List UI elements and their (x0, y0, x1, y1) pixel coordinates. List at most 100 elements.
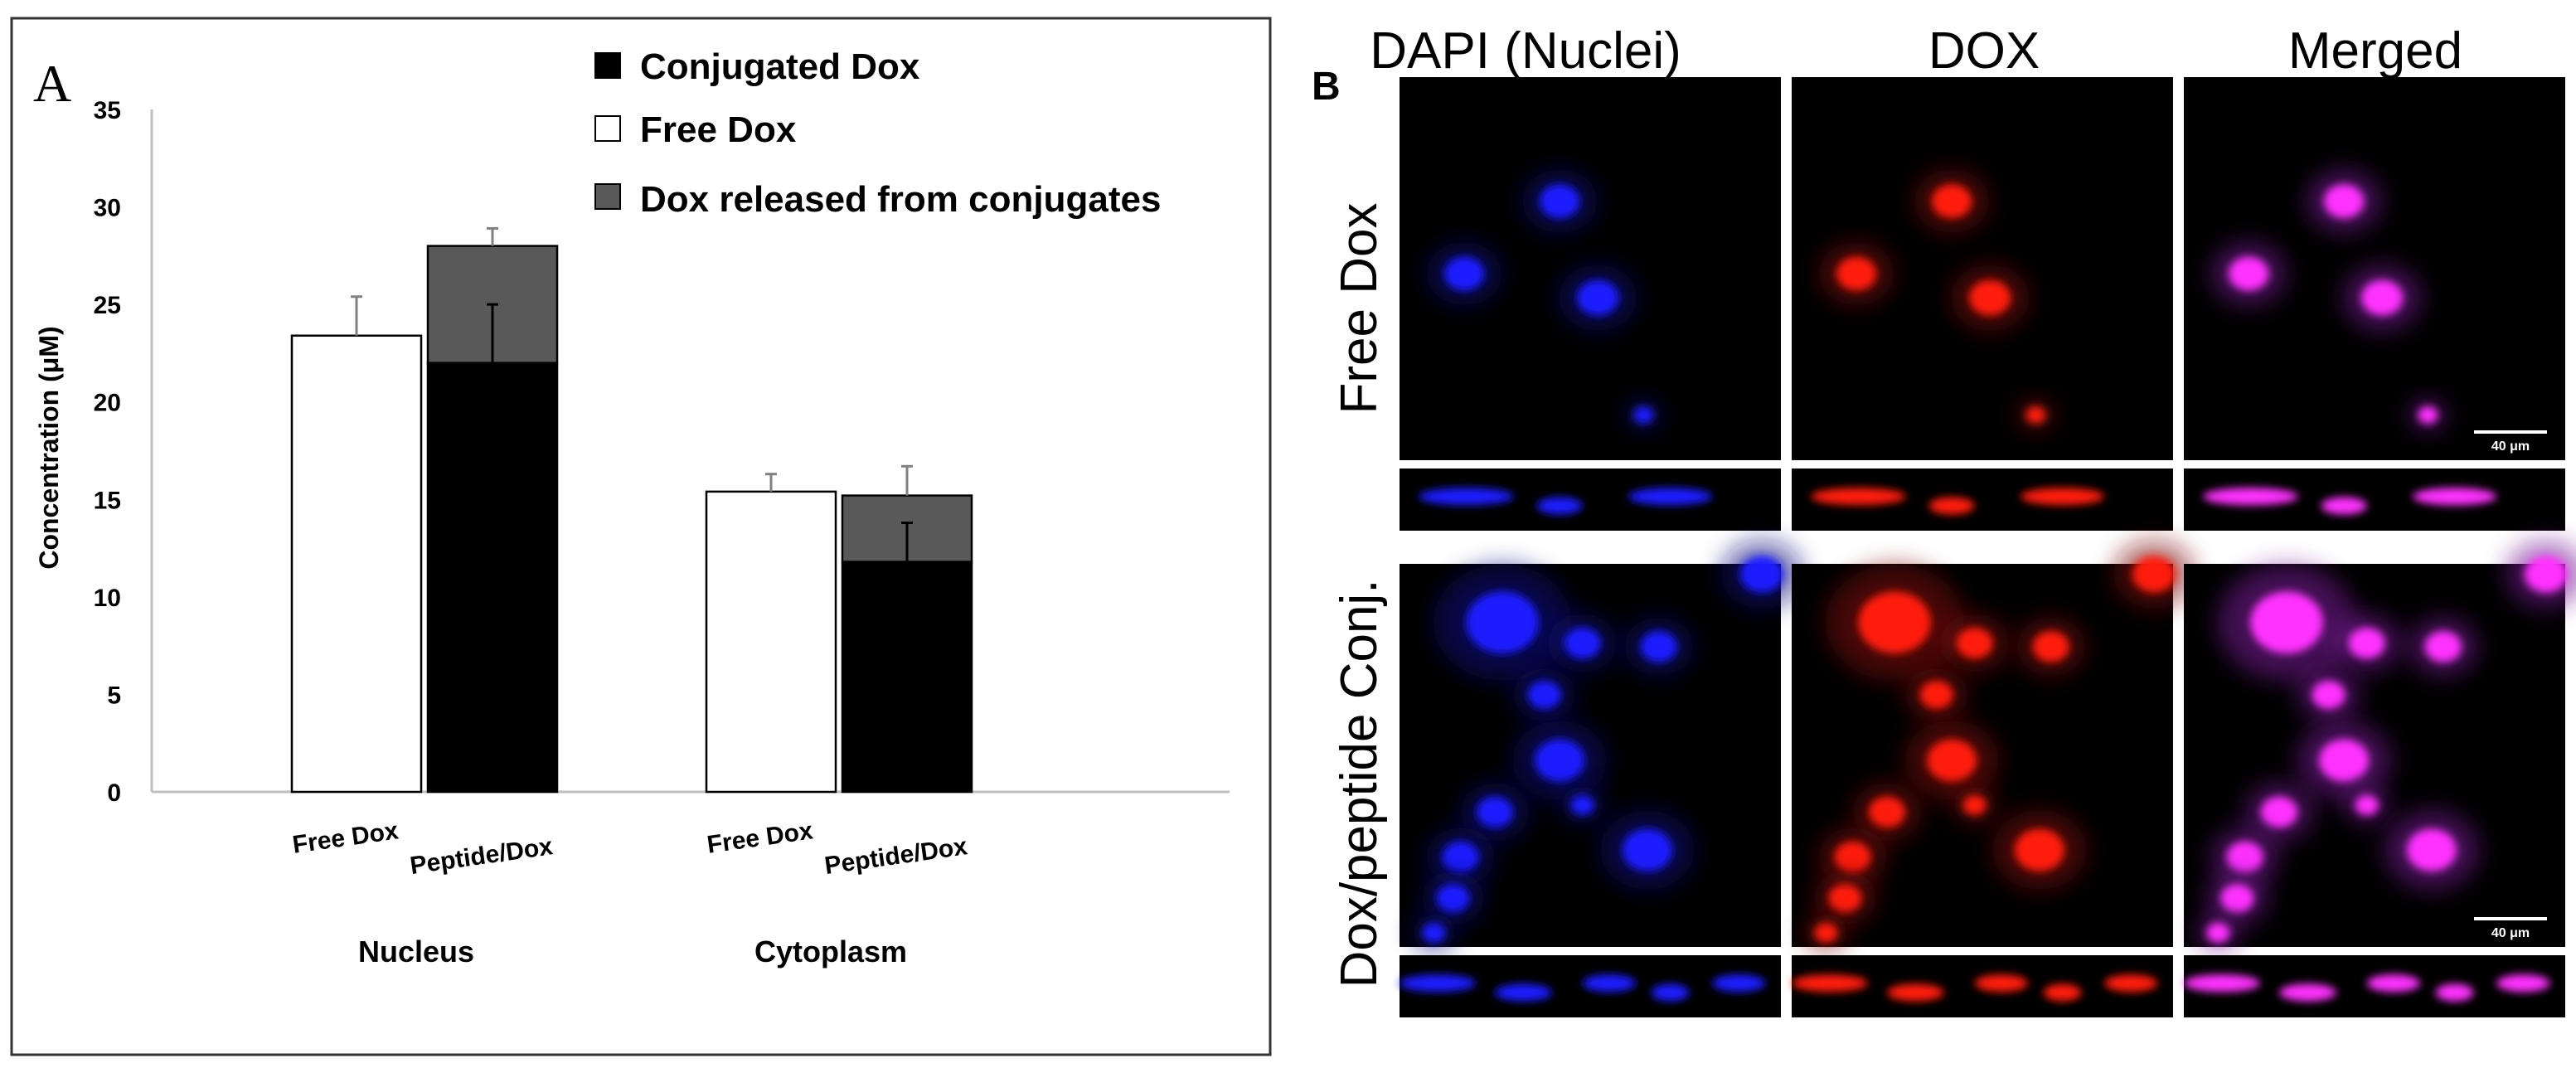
y-tick-label: 30 (94, 195, 121, 222)
nucleus (2312, 681, 2346, 710)
scale-bar: 40 μm (2474, 430, 2547, 454)
nucleus (1919, 681, 1953, 710)
strip-signal (1712, 974, 1766, 993)
legend-label-dox-released: Dox released from conjugates (640, 179, 1161, 220)
micrograph-grid: 40 μm 40 μm (1400, 77, 2576, 1017)
row-label-free-dox: Free Dox (1331, 203, 1388, 415)
nucleus (1828, 884, 1862, 913)
panel-b: B DAPI (Nuclei) DOX Merged Free Dox Dox/… (1312, 22, 2576, 1017)
y-tick-label: 20 (94, 390, 121, 417)
strip-signal (1628, 488, 1713, 506)
legend-swatch-free-dox (594, 115, 621, 142)
nucleus (1527, 681, 1561, 710)
nucleus (2226, 841, 2263, 873)
legend-swatch-dox-released (594, 183, 621, 210)
nucleus (1740, 556, 1783, 593)
strip-signal (1811, 488, 1906, 506)
strip-signal (1400, 974, 1476, 993)
y-tick-label: 5 (107, 682, 121, 709)
nucleus (1564, 627, 1601, 659)
scale-bar-label: 40 μm (2491, 439, 2530, 454)
scale-bar-label: 40 μm (2491, 926, 2530, 940)
strip-signal (2104, 974, 2158, 993)
strip-signal (1419, 488, 1514, 506)
nucleus (1535, 739, 1585, 782)
column-header-dox: DOX (1928, 22, 2040, 80)
strip-signal (2279, 983, 2336, 1002)
micrograph-merged-free-dox: 40 μm (2184, 77, 2565, 460)
bar-nucleus-peptide-dox-conjugated-dox (426, 362, 559, 794)
nucleus (1834, 841, 1871, 873)
nucleus (2525, 556, 2568, 593)
bar-nucleus-free-dox-free-dox (290, 334, 423, 794)
strip-signal (2203, 488, 2298, 506)
strip-signal (1974, 974, 2029, 993)
strip-signal (2366, 974, 2421, 993)
micrograph-dapi-free-dox-orthogonal-view (1400, 468, 1781, 531)
nucleus (1836, 256, 1877, 291)
nucleus (1962, 795, 1987, 815)
legend-item-dox-released: Dox released from conjugates (594, 179, 1161, 220)
nucleus (2424, 631, 2462, 663)
nucleus (1577, 279, 1619, 316)
nucleus (1436, 884, 1470, 913)
column-header-dapi: DAPI (Nuclei) (1370, 22, 1681, 80)
row-label-dox-peptide-conj: Dox/peptide Conj. (1331, 580, 1388, 988)
nucleus (2361, 279, 2404, 316)
y-tick-label: 10 (94, 585, 121, 612)
strip-signal (1536, 497, 1583, 515)
y-axis-label: Concentration (μM) (34, 326, 64, 569)
nucleus (1869, 796, 1905, 828)
nucleus (2355, 795, 2379, 815)
nucleus (2261, 796, 2297, 828)
scale-bar: 40 μm (2474, 917, 2547, 940)
micrograph-merged-free-dox-orthogonal-view (2184, 468, 2565, 531)
strip-signal (1582, 974, 1637, 993)
nucleus (1623, 828, 1672, 871)
micrograph-dapi-dox-peptide-conj-orthogonal-view (1400, 955, 1781, 1017)
column-header-merged: Merged (2288, 22, 2462, 80)
nucleus (2032, 631, 2069, 663)
strip-signal (2321, 497, 2367, 515)
strip-signal (1651, 983, 1690, 1002)
group-label-nucleus: Nucleus (358, 934, 474, 968)
nucleus (1466, 591, 1540, 654)
nucleus (1927, 739, 1977, 782)
panel-a-label: A (33, 54, 71, 113)
legend-label-free-dox: Free Dox (640, 109, 797, 150)
nucleus (2407, 828, 2457, 871)
y-tick-label: 25 (94, 292, 121, 319)
strip-signal (1887, 983, 1944, 1002)
nucleus (2250, 591, 2324, 654)
nucleus (1570, 795, 1594, 815)
nucleus (1956, 627, 1993, 659)
nucleus (2206, 923, 2230, 943)
strip-signal (1928, 497, 1975, 515)
group-label-cytoplasm: Cytoplasm (754, 934, 907, 968)
panel-b-label: B (1312, 65, 1341, 109)
strip-signal (2184, 974, 2260, 993)
legend-label-conjugated-dox: Conjugated Dox (640, 46, 920, 87)
nucleus (1969, 279, 2011, 316)
nucleus (2418, 406, 2438, 424)
y-tick-label: 35 (94, 97, 121, 124)
bar-cytoplasm-free-dox-free-dox (705, 490, 837, 794)
nucleus (1444, 256, 1485, 291)
nucleus (1422, 923, 1446, 943)
strip-signal (2413, 488, 2497, 506)
nucleus (1858, 591, 1932, 654)
strip-signal (2496, 974, 2550, 993)
strip-signal (2043, 983, 2082, 1002)
nucleus (1442, 841, 1479, 873)
micrograph-dapi-free-dox (1400, 77, 1781, 460)
nucleus (2348, 627, 2385, 659)
nucleus (2015, 828, 2064, 871)
nucleus (1640, 631, 1677, 663)
nucleus (1633, 406, 1654, 424)
legend-swatch-conjugated-dox (594, 52, 621, 79)
strip-signal (2021, 488, 2105, 506)
nucleus (2025, 406, 2046, 424)
